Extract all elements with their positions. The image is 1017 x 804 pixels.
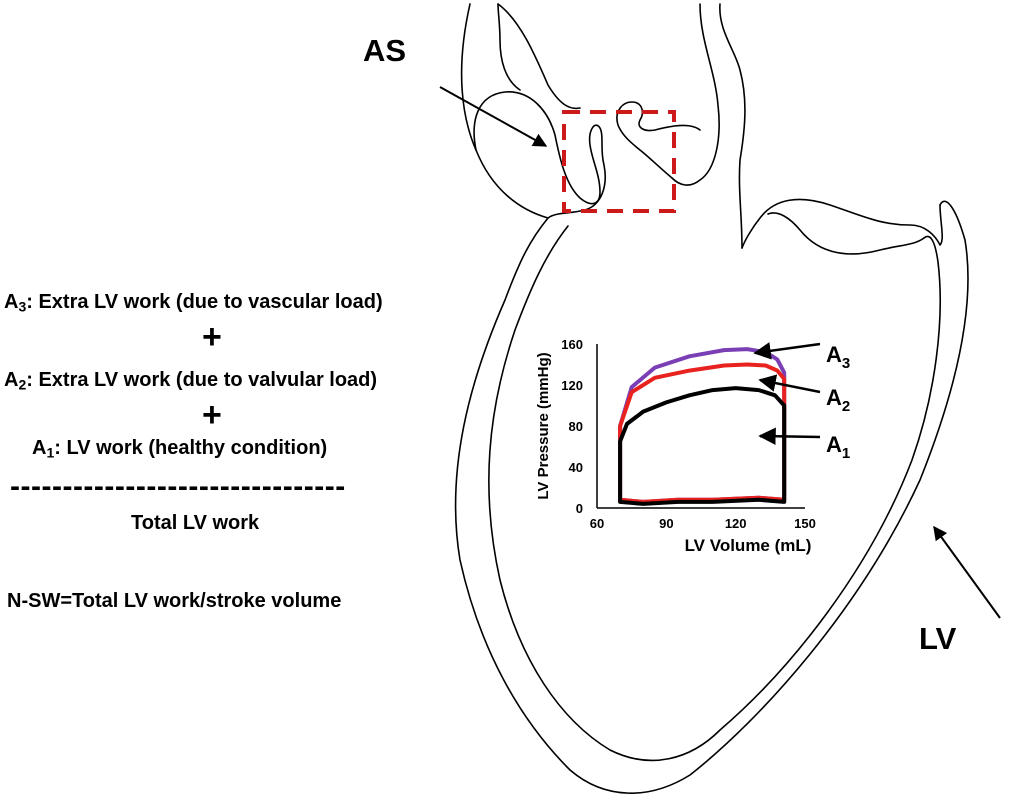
a2-symbol: A [4, 369, 19, 391]
y-tick-label: 0 [576, 501, 583, 516]
series-arrow-a2 [758, 374, 821, 394]
aorta-root-left [497, 3, 521, 91]
series-label-a1: A1 [826, 432, 850, 462]
aorta-far-right-wall [719, 3, 746, 249]
a2-description: : Extra LV work (due to valvular load) [26, 369, 378, 391]
a3-symbol: A [4, 291, 19, 313]
y-tick-label: 40 [569, 460, 583, 475]
series-label-a3: A3 [826, 342, 850, 372]
lv-arrow [933, 525, 1001, 619]
x-tick-label: 120 [725, 516, 747, 531]
chart-y-axis-label: LV Pressure (mmHg) [535, 352, 552, 499]
series-arrow-a3 [753, 342, 821, 360]
label-as: AS [363, 33, 407, 68]
left-cusp [473, 91, 606, 219]
valve-dashed-box [562, 110, 676, 213]
a3-description: : Extra LV work (due to vascular load) [26, 291, 383, 313]
series-arrow-a1 [758, 427, 821, 446]
plus-sign-1: + [202, 318, 222, 356]
lv-outer-top [741, 198, 943, 249]
a2-line: A2: Extra LV work (due to valvular load) [4, 369, 377, 393]
chart-x-axis-label: LV Volume (mL) [685, 536, 812, 555]
a1-line: A1: LV work (healthy condition) [32, 437, 327, 461]
total-lv-work: Total LV work [131, 512, 260, 534]
heart-outline [454, 3, 969, 794]
y-tick-label: 120 [561, 378, 583, 393]
lv-inner-wall [488, 225, 941, 762]
x-tick-label: 90 [659, 516, 673, 531]
y-tick-label: 80 [569, 419, 583, 434]
pv-loop-a2 [618, 362, 787, 504]
as-arrow [439, 86, 548, 147]
a1-subscript: 1 [46, 444, 55, 461]
a3-line: A3: Extra LV work (due to vascular load) [4, 291, 383, 315]
right-cusp [616, 101, 701, 179]
a3-subscript: 3 [18, 298, 27, 315]
series-label-a2: A2 [826, 385, 850, 415]
x-tick-label: 60 [590, 516, 604, 531]
x-tick-label: 150 [794, 516, 816, 531]
aorta-right-wall [497, 3, 581, 110]
label-lv: LV [919, 621, 957, 656]
aorta-inner-right-wall [671, 3, 720, 186]
a2-subscript: 2 [18, 376, 27, 393]
plus-sign-2: + [202, 396, 222, 434]
nsw-formula: N-SW=Total LV work/stroke volume [7, 590, 342, 612]
lv-septum-line [767, 212, 925, 255]
equation-divider: -------------------------------- [10, 470, 346, 503]
y-tick-label: 160 [561, 337, 583, 352]
a1-description: : LV work (healthy condition) [54, 437, 328, 459]
a1-symbol: A [32, 437, 47, 459]
pv-loop-a1 [618, 386, 787, 506]
aorta-outer-left-wall [454, 3, 969, 794]
pv-loop-a3 [618, 347, 787, 504]
